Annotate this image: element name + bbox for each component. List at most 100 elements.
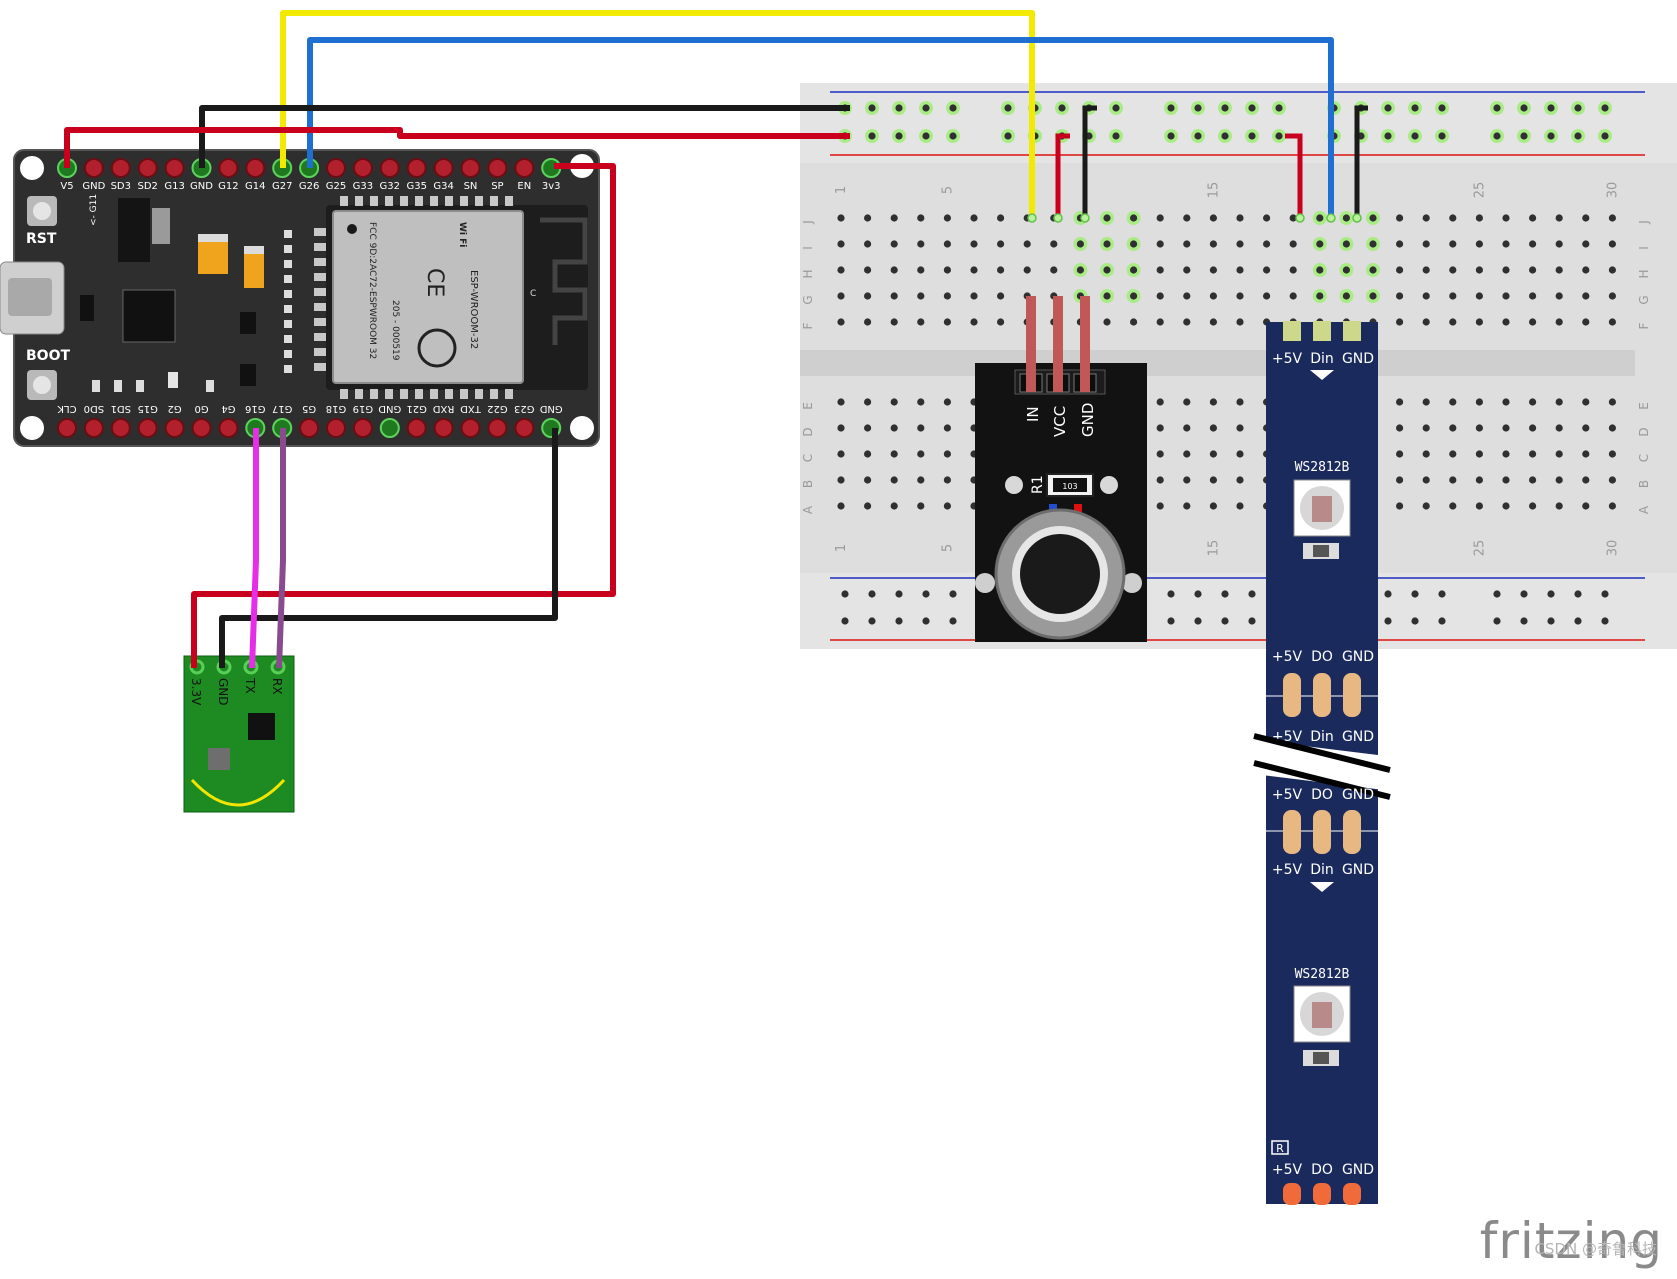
bb-hole[interactable] xyxy=(1529,502,1537,510)
bb-hole[interactable] xyxy=(1156,292,1164,300)
bb-hole[interactable] xyxy=(943,214,952,222)
bb-hole[interactable] xyxy=(890,398,898,406)
esp32-pin-g23[interactable] xyxy=(514,418,535,438)
bb-hole[interactable] xyxy=(1555,398,1563,406)
rail-hole[interactable] xyxy=(949,132,957,140)
bb-hole[interactable] xyxy=(997,240,1005,248)
bb-hole[interactable] xyxy=(1582,476,1590,484)
esp32-pin-g15[interactable] xyxy=(137,418,158,438)
rail-hole[interactable] xyxy=(1194,617,1202,625)
bb-hole[interactable] xyxy=(837,476,845,484)
bb-hole[interactable] xyxy=(1475,502,1483,510)
bb-hole[interactable] xyxy=(1209,292,1217,300)
bb-hole[interactable] xyxy=(890,450,898,458)
rail-hole[interactable] xyxy=(1438,590,1446,598)
rail-hole[interactable] xyxy=(1167,617,1175,625)
bb-hole[interactable] xyxy=(1316,240,1324,248)
bb-hole[interactable] xyxy=(864,476,872,484)
rail-hole[interactable] xyxy=(1058,104,1066,112)
esp32-pin-g33[interactable] xyxy=(352,158,373,178)
bb-hole[interactable] xyxy=(1608,266,1616,274)
bb-hole[interactable] xyxy=(1422,502,1430,510)
rail-hole[interactable] xyxy=(1438,104,1446,112)
bb-hole[interactable] xyxy=(1608,502,1616,510)
bb-hole[interactable] xyxy=(837,292,845,300)
bb-hole[interactable] xyxy=(864,266,872,274)
esp32-pin-en[interactable] xyxy=(514,158,535,178)
wire-yellow-g27[interactable] xyxy=(280,10,1035,218)
rail-hole[interactable] xyxy=(868,590,876,598)
bb-hole[interactable] xyxy=(1130,318,1138,326)
bb-hole[interactable] xyxy=(1422,266,1430,274)
bb-hole[interactable] xyxy=(1529,476,1537,484)
bb-hole[interactable] xyxy=(1555,318,1563,326)
jumper-red-touch-vcc[interactable] xyxy=(1055,133,1070,218)
wire-magenta-g16[interactable] xyxy=(249,428,259,669)
rail-hole[interactable] xyxy=(895,104,903,112)
bb-hole[interactable] xyxy=(943,292,952,300)
bb-hole[interactable] xyxy=(1475,424,1483,432)
bb-hole[interactable] xyxy=(1289,214,1297,222)
bb-hole[interactable] xyxy=(1236,502,1244,510)
esp32-pin-clk[interactable] xyxy=(57,418,77,438)
bb-hole[interactable] xyxy=(1422,450,1430,458)
esp32-pin-sd2[interactable] xyxy=(137,158,158,178)
rail-hole[interactable] xyxy=(1547,590,1555,598)
rail-hole[interactable] xyxy=(1574,104,1582,112)
bb-hole[interactable] xyxy=(1422,398,1430,406)
bb-hole[interactable] xyxy=(1103,318,1111,326)
rail-hole[interactable] xyxy=(922,617,930,625)
rail-hole[interactable] xyxy=(1547,132,1555,140)
bb-hole[interactable] xyxy=(1369,292,1377,300)
bb-hole[interactable] xyxy=(1103,292,1111,300)
esp32-pin-g25[interactable] xyxy=(326,158,346,178)
bb-hole[interactable] xyxy=(1502,502,1510,510)
esp32-pin-sd3[interactable] xyxy=(110,158,131,178)
esp32-pin-g21[interactable] xyxy=(406,418,427,438)
rst-button-cap[interactable] xyxy=(33,202,51,220)
bb-hole[interactable] xyxy=(1529,292,1537,300)
bb-hole[interactable] xyxy=(1582,502,1590,510)
rail-hole[interactable] xyxy=(949,104,957,112)
bb-hole[interactable] xyxy=(1289,240,1297,248)
rail-hole[interactable] xyxy=(1601,132,1609,140)
rail-hole[interactable] xyxy=(1601,104,1609,112)
bb-hole[interactable] xyxy=(1342,292,1350,300)
bb-hole[interactable] xyxy=(1555,450,1563,458)
bb-hole[interactable] xyxy=(1449,424,1457,432)
jumper-black-strip-gnd[interactable] xyxy=(1354,105,1368,218)
bb-hole[interactable] xyxy=(1529,240,1537,248)
rail-hole[interactable] xyxy=(922,104,930,112)
esp32-pin-rxd[interactable] xyxy=(433,418,454,438)
rail-hole[interactable] xyxy=(895,590,903,598)
bb-hole[interactable] xyxy=(1396,398,1404,406)
bb-hole[interactable] xyxy=(1555,476,1563,484)
rail-hole[interactable] xyxy=(1194,590,1202,598)
bb-hole[interactable] xyxy=(1449,214,1457,222)
bb-hole[interactable] xyxy=(890,424,898,432)
bb-hole[interactable] xyxy=(1342,266,1350,274)
wire-black-gnd-serial[interactable] xyxy=(219,428,558,668)
bb-hole[interactable] xyxy=(1502,476,1510,484)
bb-hole[interactable] xyxy=(1502,450,1510,458)
bb-hole[interactable] xyxy=(890,476,898,484)
wire-red-v5[interactable] xyxy=(64,127,850,168)
bb-hole[interactable] xyxy=(1156,502,1164,510)
bb-hole[interactable] xyxy=(917,292,925,300)
bb-hole[interactable] xyxy=(864,214,872,222)
bb-hole[interactable] xyxy=(1449,318,1457,326)
bb-hole[interactable] xyxy=(1209,424,1217,432)
esp32-pin-sd1[interactable] xyxy=(110,418,131,438)
esp32-pin-g18[interactable] xyxy=(326,418,346,438)
bb-hole[interactable] xyxy=(890,292,898,300)
bb-hole[interactable] xyxy=(1608,214,1616,222)
bb-hole[interactable] xyxy=(1209,450,1217,458)
bb-hole[interactable] xyxy=(1209,214,1217,222)
bb-hole[interactable] xyxy=(943,398,952,406)
esp32-pin-gnd[interactable] xyxy=(83,158,104,178)
bb-hole[interactable] xyxy=(1475,318,1483,326)
bb-hole[interactable] xyxy=(1130,214,1138,222)
bb-hole[interactable] xyxy=(864,502,872,510)
bb-hole[interactable] xyxy=(1422,424,1430,432)
bb-hole[interactable] xyxy=(1475,214,1483,222)
